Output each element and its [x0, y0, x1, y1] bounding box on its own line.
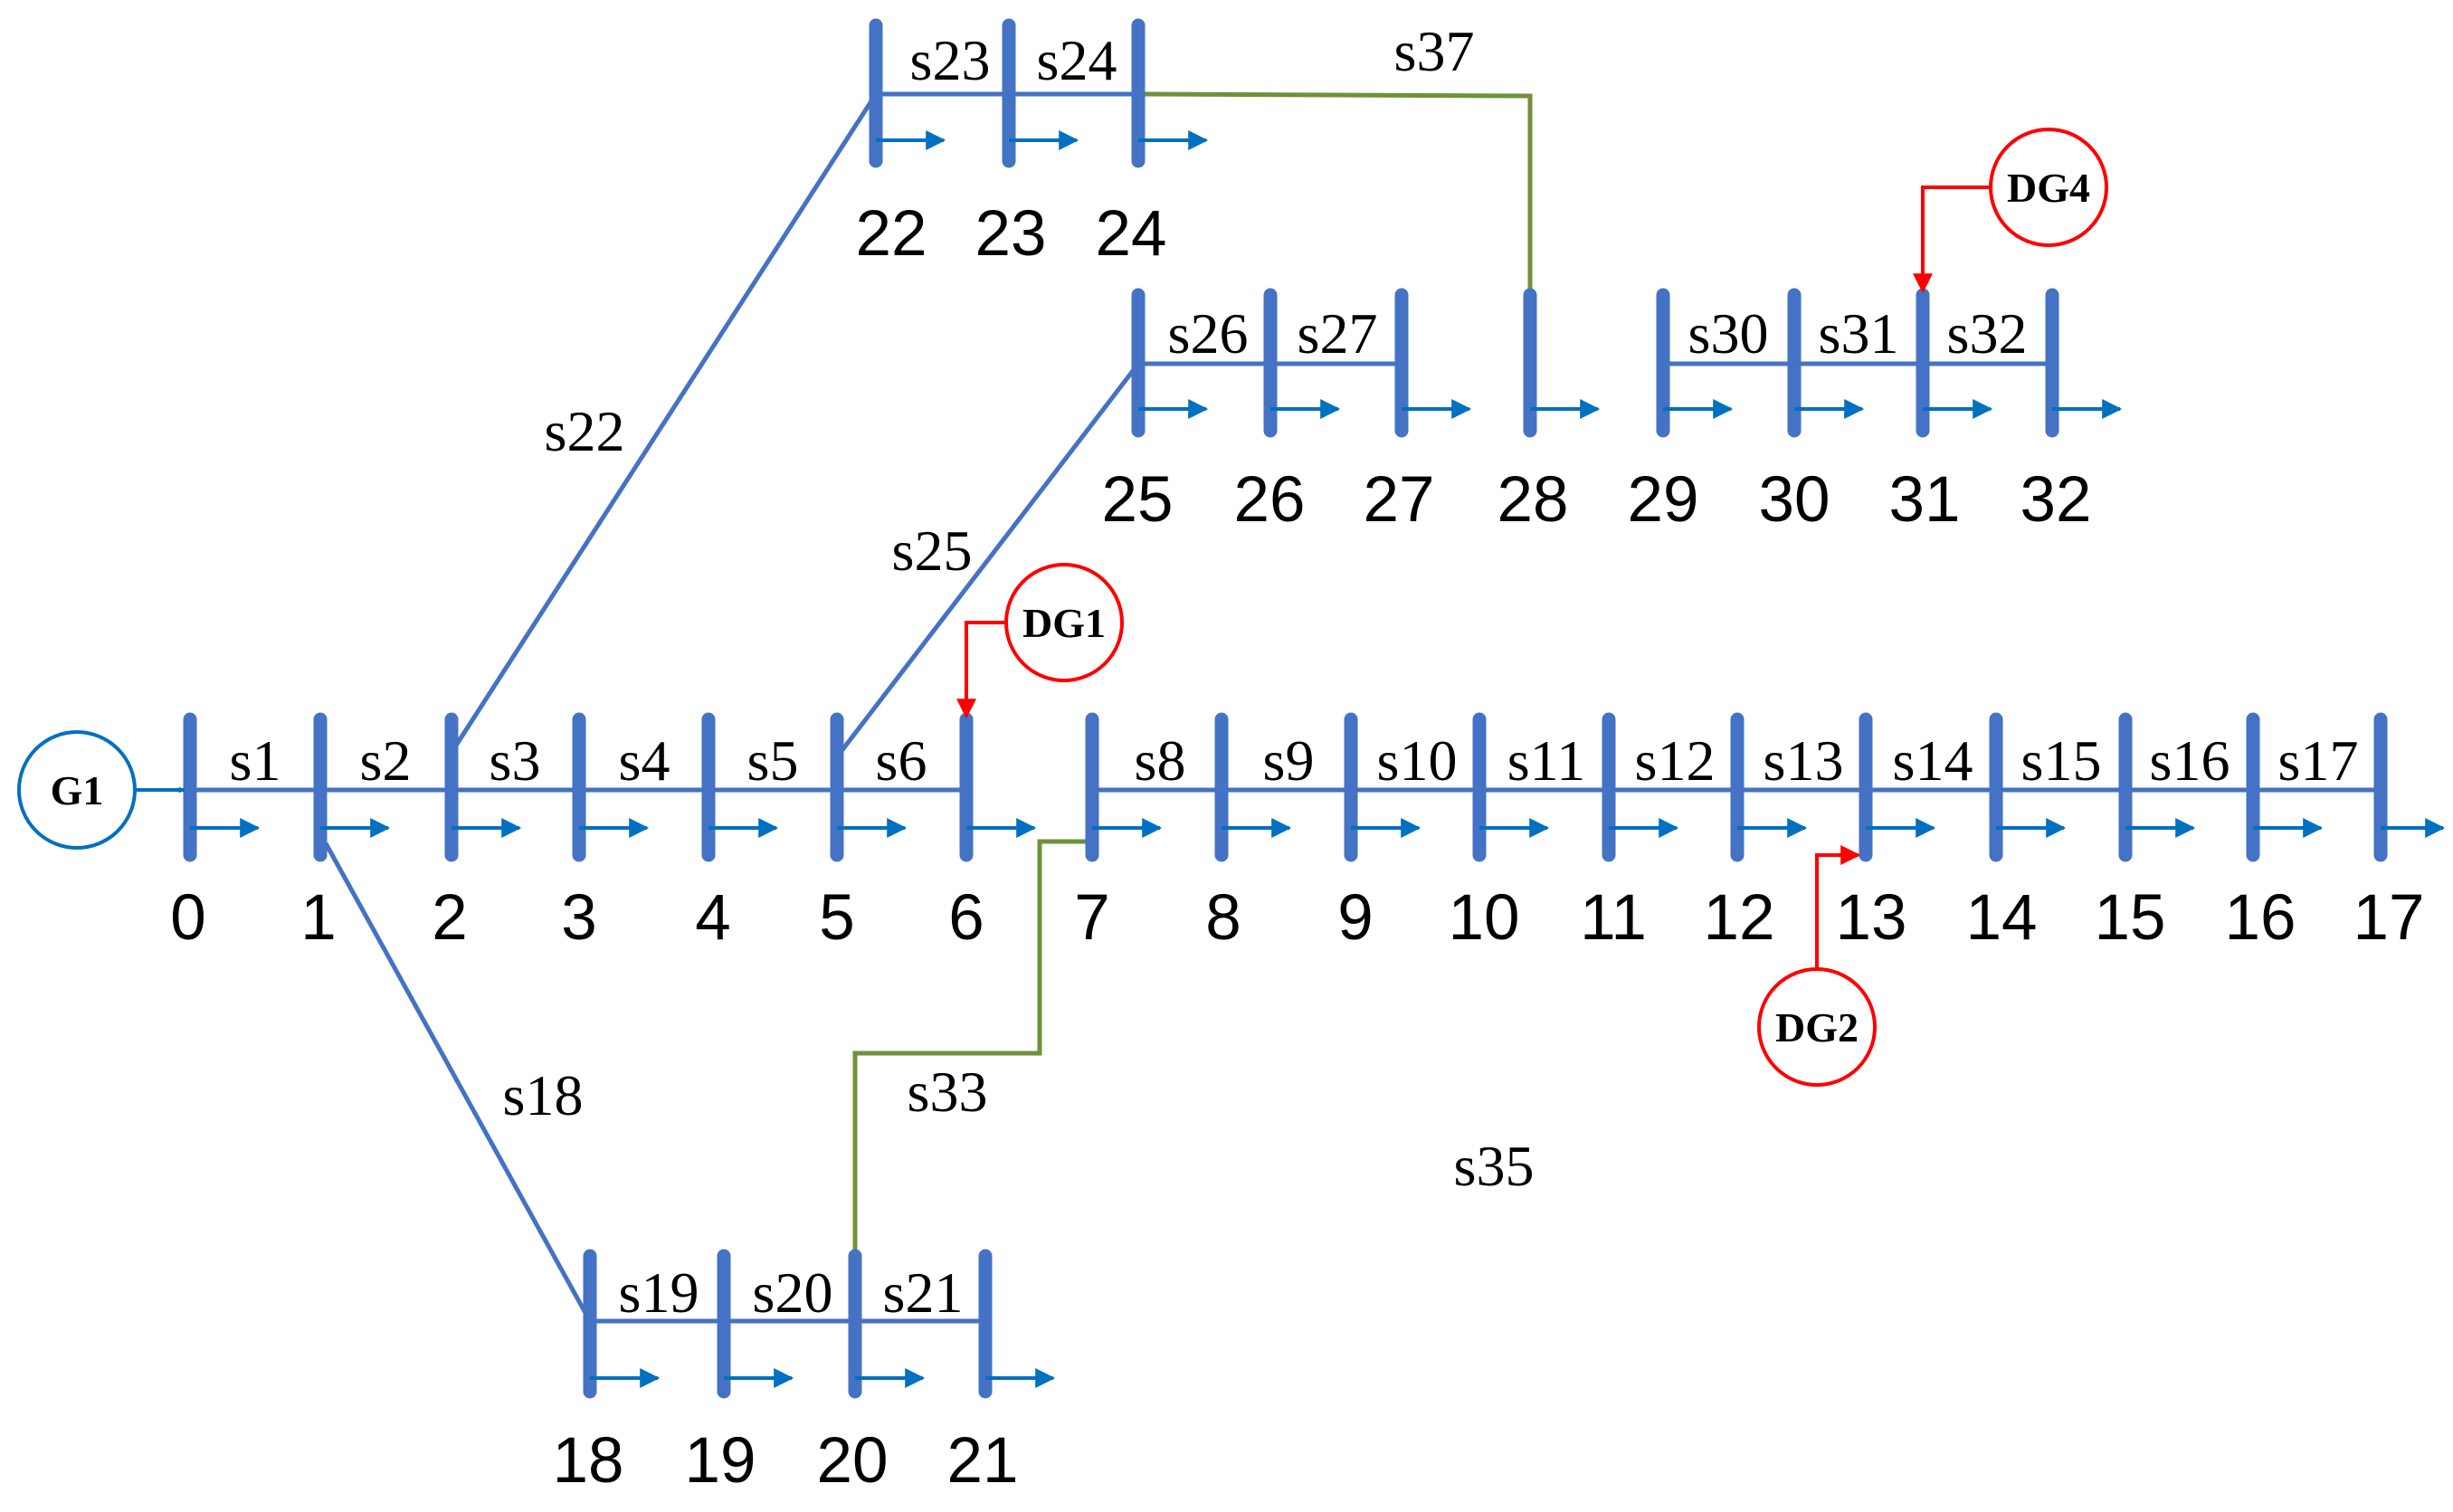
- dg1-arrow: [956, 621, 1006, 719]
- section-label-s24: s24: [1037, 28, 1117, 92]
- section-label-s14: s14: [1893, 728, 1973, 793]
- bus-numbers: 0 1 2 3 4 5 6 7 8 9 10 11 12 13 14 15 16…: [170, 198, 2424, 1497]
- bus-label-1: 1: [300, 882, 337, 954]
- section-label-s30: s30: [1688, 301, 1769, 366]
- bus-label-20: 20: [817, 1425, 889, 1497]
- section-label-s16: s16: [2150, 728, 2230, 793]
- bus-label-28: 28: [1497, 464, 1569, 536]
- bus-label-23: 23: [975, 198, 1047, 270]
- section-label-s27: s27: [1298, 301, 1378, 366]
- bus-label-22: 22: [856, 198, 927, 270]
- line-s22: [450, 92, 879, 753]
- section-label-s23: s23: [910, 28, 991, 92]
- bus-label-27: 27: [1364, 464, 1435, 536]
- section-labels: s1 s2 s3 s4 s5 s6 s8 s9 s10 s11 s12 s13 …: [230, 19, 2359, 1325]
- section-label-s11: s11: [1507, 728, 1586, 793]
- section-label-s33: s33: [908, 1060, 988, 1124]
- section-label-s4: s4: [619, 728, 670, 793]
- section-label-s17: s17: [2278, 728, 2359, 793]
- tie-line-s37: [1141, 91, 1533, 291]
- bus-label-32: 32: [2020, 464, 2092, 536]
- section-label-s19: s19: [619, 1260, 699, 1325]
- bus-label-14: 14: [1966, 882, 2038, 954]
- section-label-s37: s37: [1394, 19, 1475, 83]
- section-label-s2: s2: [360, 728, 412, 793]
- bus-label-8: 8: [1205, 882, 1241, 954]
- section-label-s22: s22: [545, 399, 625, 463]
- generator-dg4: DG4: [1913, 128, 2108, 294]
- dg4-arrow: [1913, 185, 1991, 294]
- line-s18: [323, 842, 593, 1323]
- generator-dg2: DG2: [1757, 845, 1877, 1087]
- bus-label-10: 10: [1449, 882, 1520, 954]
- bus-label-16: 16: [2225, 882, 2296, 954]
- bus-label-7: 7: [1074, 882, 1110, 954]
- bus-label-21: 21: [947, 1425, 1019, 1497]
- section-label-s25: s25: [892, 518, 973, 583]
- section-label-s20: s20: [753, 1260, 833, 1325]
- bus-label-9: 9: [1337, 882, 1374, 954]
- bus-label-5: 5: [819, 882, 855, 954]
- tie-lines: [852, 91, 1533, 1258]
- section-label-s18: s18: [503, 1063, 584, 1127]
- section-label-s26: s26: [1168, 301, 1249, 366]
- section-label-s9: s9: [1263, 728, 1315, 793]
- section-label-s3: s3: [490, 728, 541, 793]
- load-arrows: [190, 130, 2446, 1388]
- section-label-s21: s21: [883, 1260, 964, 1325]
- section-label-s15: s15: [2021, 728, 2102, 793]
- bus-label-24: 24: [1096, 198, 1167, 270]
- bus-label-18: 18: [553, 1425, 624, 1497]
- dg1-label: DG1: [1022, 600, 1106, 646]
- section-label-s12: s12: [1635, 728, 1716, 793]
- section-label-s6: s6: [876, 728, 927, 793]
- generator-dg1: DG1: [956, 563, 1124, 719]
- section-label-s31: s31: [1819, 301, 1899, 366]
- bus-label-0: 0: [170, 882, 206, 954]
- dg2-arrow: [1815, 845, 1861, 969]
- section-label-s8: s8: [1135, 728, 1186, 793]
- bus-label-17: 17: [2353, 882, 2425, 954]
- bus-label-30: 30: [1759, 464, 1830, 536]
- bus-label-29: 29: [1628, 464, 1699, 536]
- dg2-label: DG2: [1775, 1004, 1859, 1051]
- bus-label-11: 11: [1580, 882, 1647, 954]
- bus-label-26: 26: [1234, 464, 1306, 536]
- bus-label-25: 25: [1102, 464, 1174, 536]
- line-s25: [840, 362, 1140, 753]
- main-feeder-lines: [190, 91, 2381, 1324]
- section-label-s32: s32: [1947, 301, 2028, 366]
- bus-label-4: 4: [695, 882, 731, 954]
- bus-label-15: 15: [2095, 882, 2166, 954]
- bus-label-19: 19: [685, 1425, 756, 1497]
- bus-label-6: 6: [948, 882, 984, 954]
- section-label-s5: s5: [747, 728, 799, 793]
- section-label-s35: s35: [1454, 1134, 1535, 1198]
- bus-label-3: 3: [561, 882, 597, 954]
- section-label-s10: s10: [1377, 728, 1458, 793]
- section-label-s1: s1: [230, 728, 281, 793]
- bus-label-12: 12: [1704, 882, 1775, 954]
- bus-label-31: 31: [1889, 464, 1961, 536]
- bus-label-13: 13: [1836, 882, 1907, 954]
- bus-label-2: 2: [432, 882, 468, 954]
- generator-g1: G1: [17, 730, 185, 850]
- tie-line-s33: [852, 839, 1092, 1258]
- g1-label: G1: [51, 767, 104, 813]
- section-label-s13: s13: [1764, 728, 1844, 793]
- dg4-label: DG4: [2007, 165, 2090, 211]
